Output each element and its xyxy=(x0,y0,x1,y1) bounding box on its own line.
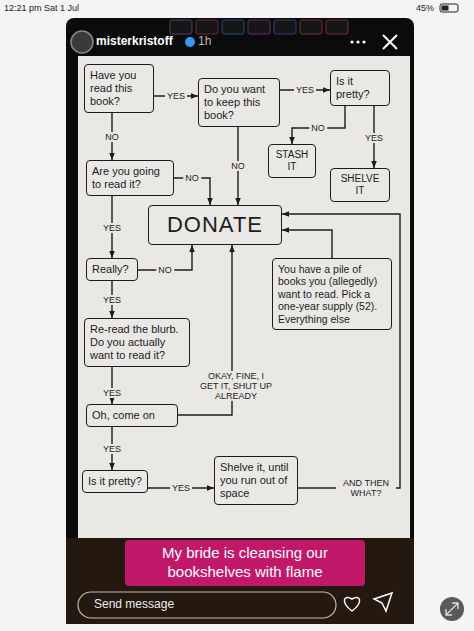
flow-arrow xyxy=(282,214,400,488)
dot xyxy=(350,40,353,43)
node-text: Shelve it, until you run out of space xyxy=(220,461,292,500)
message-input xyxy=(78,592,336,618)
keyboard-key xyxy=(274,20,296,34)
outcome-box: STASH IT xyxy=(268,144,316,178)
send-icon xyxy=(374,593,392,611)
decision-box: Really? xyxy=(86,258,138,281)
node-text: Is it pretty? xyxy=(336,75,384,101)
decision-box: Are you going to read it? xyxy=(86,160,174,196)
outcome-box: Shelve it, until you run out of space xyxy=(214,456,298,505)
close-icon xyxy=(383,35,397,49)
node-text: Is it pretty? xyxy=(88,475,142,488)
edge-label: YES xyxy=(294,85,316,95)
edge-label: YES xyxy=(101,388,123,398)
paper-sheet xyxy=(78,56,410,538)
story-frame xyxy=(66,18,414,624)
outcome-box: DONATE xyxy=(148,205,282,245)
keyboard-key xyxy=(170,20,192,34)
edge-label: NO xyxy=(309,123,327,133)
edge-label: AND THEN WHAT? xyxy=(336,478,396,498)
decision-box: Re-read the blurb. Do you actually want … xyxy=(84,318,190,367)
verified-badge xyxy=(185,37,195,47)
decision-box: Is it pretty? xyxy=(330,70,390,106)
node-text: DONATE xyxy=(157,212,273,238)
node-text: Really? xyxy=(92,263,132,276)
edge-label: NO xyxy=(156,265,174,275)
more-dots xyxy=(350,40,365,43)
expand-icon xyxy=(446,603,458,615)
decision-box: Have you read this book? xyxy=(84,64,154,113)
keyboard-key xyxy=(326,20,348,34)
node-text: Oh, come on xyxy=(92,409,172,422)
avatar xyxy=(71,31,93,53)
status-date: Sat 1 Jul xyxy=(44,3,79,13)
dot xyxy=(362,40,365,43)
outcome-box: SHELVE IT xyxy=(330,168,390,202)
username: misterkristoff xyxy=(96,35,173,49)
heart-icon xyxy=(344,597,359,611)
battery-fill xyxy=(442,6,449,11)
corner-button xyxy=(440,597,464,621)
node-text: Re-read the blurb. Do you actually want … xyxy=(90,323,184,362)
edge-label: OKAY, FINE, I GET IT, SHUT UP ALREADY xyxy=(196,371,276,401)
status-time: 12:21 pm xyxy=(4,3,42,13)
keyboard xyxy=(170,20,348,34)
edge-label: YES xyxy=(101,295,123,305)
decision-box: Do you want to keep this book? xyxy=(198,78,280,127)
edge-label: NO xyxy=(183,173,201,183)
node-text: Have you read this book? xyxy=(90,69,148,108)
battery-level: 45% xyxy=(416,3,434,13)
node-text: You have a pile of books you (allegedly)… xyxy=(278,263,386,325)
keyboard-key xyxy=(222,20,244,34)
node-text: Do you want to keep this book? xyxy=(204,83,274,122)
flow-arrow xyxy=(292,106,345,144)
edge-label: NO xyxy=(229,161,247,171)
keyboard-key xyxy=(300,20,322,34)
node-text: STASH IT xyxy=(274,149,310,173)
story-caption: My bride is cleansing our bookshelves wi… xyxy=(125,540,365,586)
post-age: 1h xyxy=(198,35,211,49)
decision-box: Is it pretty? xyxy=(82,470,148,493)
battery-icon xyxy=(440,4,458,12)
keyboard-key xyxy=(196,20,218,34)
node-text: Are you going to read it? xyxy=(92,165,168,191)
flow-arrow xyxy=(282,230,332,258)
edge-label: YES xyxy=(170,483,192,493)
keyboard-key xyxy=(248,20,270,34)
flow-arrow xyxy=(111,367,112,404)
dot xyxy=(356,40,359,43)
note-box: You have a pile of books you (allegedly)… xyxy=(272,258,392,330)
edge-label: YES xyxy=(165,91,187,101)
edge-label: YES xyxy=(363,133,385,143)
decision-box: Oh, come on xyxy=(86,404,178,427)
edge-label: NO xyxy=(103,132,121,142)
table-surface xyxy=(66,538,414,624)
message-placeholder: Send message xyxy=(94,598,174,612)
edge-label: YES xyxy=(101,444,123,454)
edge-label: YES xyxy=(101,223,123,233)
node-text: SHELVE IT xyxy=(336,173,384,197)
